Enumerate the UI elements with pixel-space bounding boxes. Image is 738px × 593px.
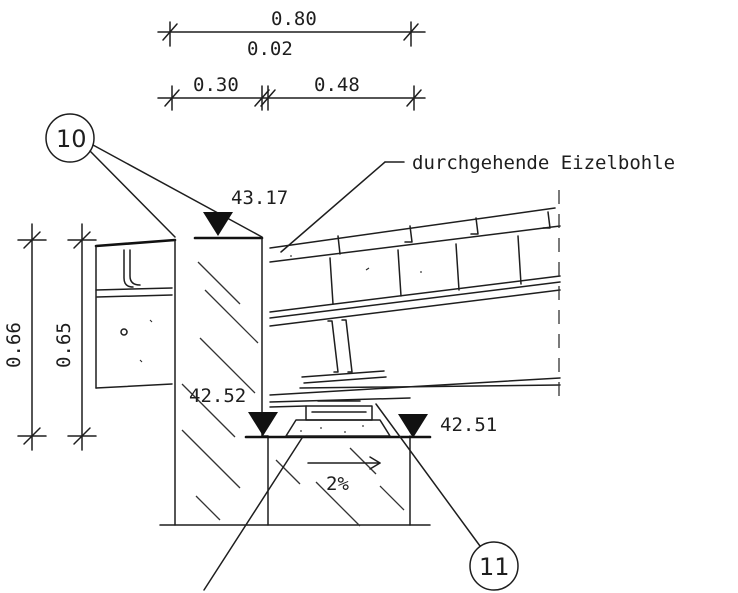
slope-indicator: 2% bbox=[307, 456, 381, 495]
elevation-bearing-left-label: 42.52 bbox=[189, 385, 246, 407]
note-leader: durchgehende Eizelbohle bbox=[280, 152, 675, 253]
dim-right-width: 0.48 bbox=[314, 74, 360, 96]
callout-10-label: 10 bbox=[56, 125, 87, 153]
elevation-top: 43.17 bbox=[193, 187, 288, 240]
dim-overall-width: 0.80 bbox=[271, 8, 317, 30]
callout-10: 10 bbox=[45, 113, 263, 238]
bearing-pad bbox=[285, 419, 391, 437]
elevation-bearing-right-label: 42.51 bbox=[440, 414, 497, 436]
bearing-plate bbox=[305, 405, 373, 421]
bedding-leader bbox=[203, 437, 303, 591]
slope-label: 2% bbox=[326, 473, 349, 495]
abutment-wall bbox=[159, 237, 431, 527]
bearing-assembly: 42.52 42.51 bbox=[189, 385, 497, 439]
vertical-dimensions: 0.66 0.65 bbox=[3, 223, 97, 451]
top-dimensions: 0.80 0.02 0.30 0.48 bbox=[157, 8, 426, 111]
callout-11: 11 bbox=[375, 403, 519, 591]
left-precast-block bbox=[94, 238, 177, 389]
dim-height-inner: 0.65 bbox=[53, 322, 75, 368]
dim-height-outer: 0.66 bbox=[3, 322, 25, 368]
deck-plank-note: durchgehende Eizelbohle bbox=[412, 152, 675, 174]
callout-11-label: 11 bbox=[479, 553, 510, 581]
elevation-top-label: 43.17 bbox=[231, 187, 288, 209]
deck-superstructure bbox=[269, 190, 561, 400]
dim-offset: 0.02 bbox=[247, 38, 293, 60]
anchor-hole bbox=[120, 328, 128, 336]
dim-left-width: 0.30 bbox=[193, 74, 239, 96]
